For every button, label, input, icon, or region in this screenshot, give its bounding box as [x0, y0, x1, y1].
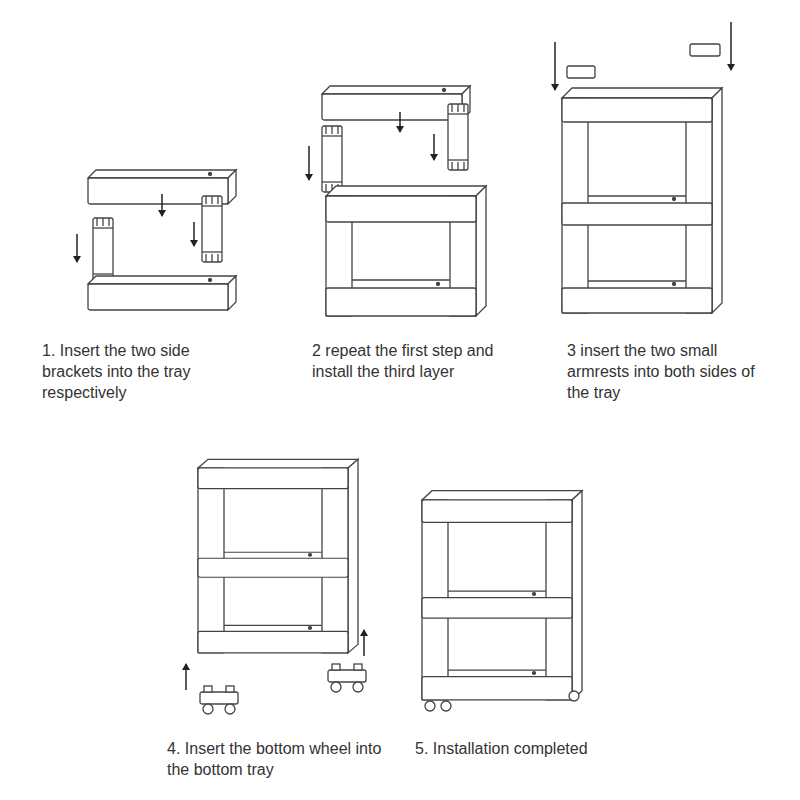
- step-caption: 3 insert the two small armrests into bot…: [567, 340, 767, 403]
- step-caption: 2 repeat the first step and install the …: [312, 340, 498, 382]
- step-caption: 5. Installation completed: [415, 738, 675, 759]
- step-caption: 1. Insert the two side brackets into the…: [42, 340, 232, 403]
- step-caption: 4. Insert the bottom wheel into the bott…: [167, 738, 382, 780]
